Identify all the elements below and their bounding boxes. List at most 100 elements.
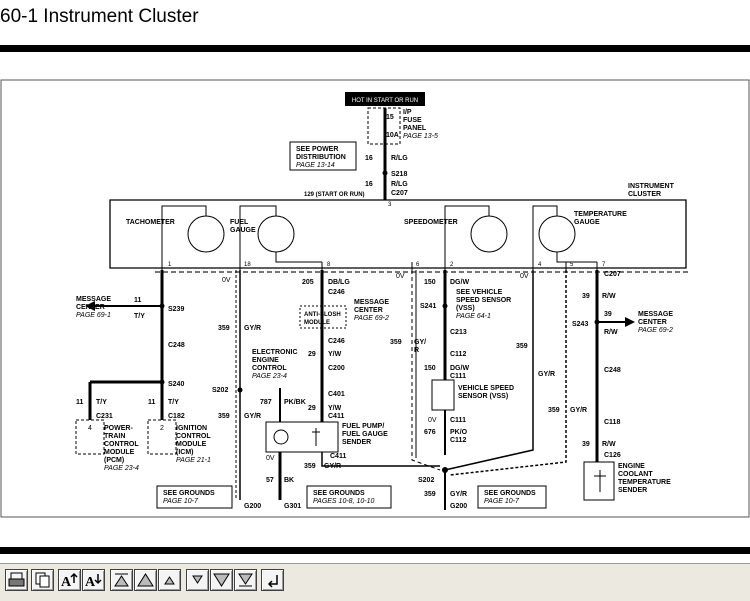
fuel-pump-line-1: FUEL PUMP/ [342,423,384,430]
icm-line-2: CONTROL [176,433,211,440]
connector-c411-top: C411 [328,413,344,420]
wire-359f-color: GY/R [570,407,587,414]
see-vss-page: PAGE 64-1 [456,313,491,320]
connector-c248-right: C248 [604,367,621,374]
pcm-line-4: MODULE [104,449,135,456]
wire-150b: 150 [424,365,436,372]
see-power-page: PAGE 13-14 [296,162,335,169]
wire-359f: 359 [548,407,560,414]
wire-16a-color: R/LG [391,155,408,162]
next-page-button[interactable] [210,569,233,591]
see-power-line-2: DISTRIBUTION [296,154,346,161]
pin-18: 18 [244,262,251,268]
anti-slosh-line-2: MODULE [304,320,330,326]
middle-see-grounds-page: PAGES 10-8, 10-10 [313,498,374,505]
splice-s202-right: S202 [418,477,434,484]
wire-359a-color: GY/R [244,325,261,332]
speed-0v-2: 0V [520,273,529,280]
wire-359d-color-2: R [414,347,419,354]
wire-359e-color: GY/R [538,371,555,378]
eec-page: PAGE 23-4 [252,373,287,380]
next-section-button[interactable] [186,569,209,591]
previous-section-button[interactable] [158,569,181,591]
wire-39a: 39 [582,293,590,300]
middle-msg-1: MESSAGE [354,299,389,306]
temp-gauge-label-1: TEMPERATURE [574,211,627,218]
right-see-grounds-page: PAGE 10-7 [484,498,520,505]
pcm-line-1: POWER- [104,425,133,432]
header-divider [0,45,750,52]
temp-gauge-label-2: GAUGE [574,219,600,226]
wire-29a-color: Y/W [328,351,342,358]
speedometer-label: SPEEDOMETER [404,219,458,226]
see-power-line-1: SEE POWER [296,146,338,153]
wire-16a: 16 [365,155,373,162]
icm-line-1: IGNITION [176,425,207,432]
fuse-number: 15 [386,114,394,121]
wire-787-color: PK/BK [284,399,306,406]
connector-c200: C200 [328,365,345,372]
wire-676: 676 [424,429,436,436]
first-page-button[interactable] [110,569,133,591]
connector-c401: C401 [328,391,345,398]
pcm-line-3: CONTROL [104,441,139,448]
splice-s202-left: S202 [212,387,228,394]
right-msg-page: PAGE 69-2 [638,327,673,334]
left-msg-center-1: MESSAGE [76,296,111,303]
vss-line-2: SENSOR (VSS) [458,393,508,400]
left-see-grounds-page: PAGE 10-7 [163,498,199,505]
ect-line-2: COOLANT [618,471,653,478]
last-page-button[interactable] [234,569,257,591]
copy-button[interactable] [31,569,54,591]
pcm-page: PAGE 23-4 [104,465,139,472]
eec-line-1: ELECTRONIC [252,349,298,356]
splice-s241: S241 [420,303,436,310]
connector-c111-bottom: C111 [450,417,466,424]
fuse-panel-line-1: I/P [403,109,412,116]
pin-2: 2 [450,262,454,268]
wire-150a: 150 [424,279,436,286]
wire-359a: 359 [218,325,230,332]
wiring-diagram: HOT IN START OR RUN 15 10A I/P FUSE PANE… [0,79,750,518]
ect-line-4: SENDER [618,487,647,494]
font-increase-button[interactable]: A [58,569,81,591]
connector-c112-bottom: C112 [450,437,466,444]
left-0v: 0V [222,277,231,284]
font-decrease-icon: A [85,574,102,590]
previous-page-button[interactable] [134,569,157,591]
connector-c207-right: C207 [604,271,621,278]
middle-see-grounds: SEE GROUNDS [313,490,365,497]
wire-29b: 29 [308,405,316,412]
see-vss-line-3: (VSS) [456,305,475,312]
splice-s240: S240 [168,381,184,388]
start-run-label: 129 (START OR RUN) [304,192,365,198]
connector-c231: C231 [96,413,113,420]
pin-8: 8 [327,262,331,268]
connector-c112-top: C112 [450,351,466,358]
wire-205: 205 [302,279,314,286]
font-decrease-button[interactable]: A [82,569,105,591]
icm-page: PAGE 21-1 [176,457,211,464]
wire-359b-color: GY/R [244,413,261,420]
wire-39c: 39 [582,441,590,448]
icm-line-4: (ICM) [176,449,194,456]
middle-0v-2: 0V [396,273,405,280]
ect-line-1: ENGINE [618,463,645,470]
print-button[interactable] [5,569,28,591]
pin-3: 3 [388,202,392,208]
see-vss-line-2: SPEED SENSOR [456,297,511,304]
copy-icon [35,572,50,588]
back-button[interactable] [261,569,284,591]
wire-359c: 359 [304,463,316,470]
wire-57: 57 [266,477,274,484]
last-page-icon [238,573,253,587]
connector-c118: C118 [604,419,620,426]
fuse-panel-line-3: PANEL [403,125,427,132]
left-msg-center-2: CENTER [76,304,105,311]
connector-c182: C182 [168,413,185,420]
cluster-label-1: INSTRUMENT [628,183,675,190]
fuse-amperage: 10A [386,132,399,139]
return-icon [267,575,278,588]
pcm-line-2: TRAIN [104,433,125,440]
fuse-panel-line-2: FUSE [403,117,422,124]
